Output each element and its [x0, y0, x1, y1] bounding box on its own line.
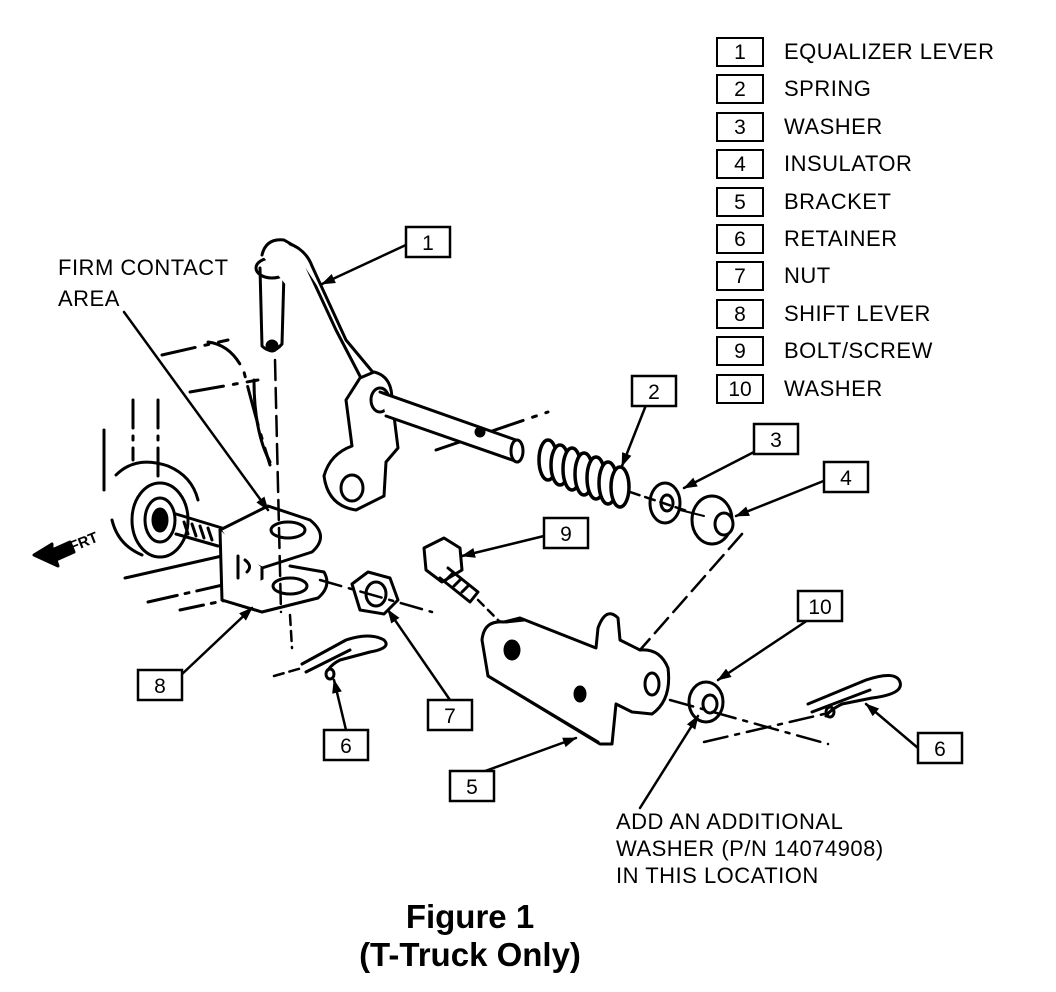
firm-contact-line: AREA	[58, 286, 120, 311]
washer-note-line: WASHER (P/N 14074908)	[616, 836, 884, 861]
callout-8: 8	[154, 675, 166, 698]
figure-title: Figure 1	[405, 898, 535, 935]
shift-lever-clevis	[218, 504, 329, 614]
figure-caption: Figure 1 (T-Truck Only)	[280, 898, 660, 974]
bolt-9	[422, 536, 502, 624]
legend-row: 7 NUT	[716, 260, 1046, 297]
retainer-6-left	[300, 634, 388, 681]
washer-10	[687, 680, 725, 724]
rod	[378, 390, 525, 464]
legend-part-name: WASHER	[784, 113, 883, 139]
bracket-5	[480, 612, 671, 746]
legend-part-name: WASHER	[784, 375, 883, 401]
callout-5: 5	[466, 776, 478, 799]
callout-1: 1	[422, 232, 434, 255]
legend-part-name: EQUALIZER LEVER	[784, 39, 995, 64]
firm-contact-note: FIRM CONTACT AREA	[58, 254, 229, 312]
callout-10: 10	[808, 596, 831, 619]
legend-part-name: RETAINER	[784, 225, 898, 251]
legend-row: 1 EQUALIZER LEVER	[716, 36, 1046, 73]
legend-row: 9 BOLT/SCREW	[716, 335, 1046, 372]
callout-numbers: 1 2 3 4 9 10 8 7 6 6 5	[154, 232, 946, 799]
clevis-pin	[254, 256, 290, 614]
legend-number: 7	[716, 261, 764, 292]
shaft-end	[130, 481, 224, 559]
legend-number: 10	[716, 373, 764, 404]
legend-number: 2	[716, 74, 764, 105]
callout-4: 4	[840, 467, 852, 490]
legend-row: 5 BRACKET	[716, 186, 1046, 223]
additional-washer-note: ADD AN ADDITIONAL WASHER (P/N 14074908) …	[616, 808, 884, 889]
legend-number: 1	[716, 37, 764, 67]
callout-2: 2	[648, 381, 660, 404]
washer-note-line: IN THIS LOCATION	[616, 863, 819, 888]
legend-row: 8 SHIFT LEVER	[716, 298, 1046, 335]
callout-3: 3	[770, 429, 782, 452]
callout-9: 9	[560, 523, 572, 546]
figure-subtitle: (T-Truck Only)	[359, 936, 581, 973]
callout-boxes	[136, 225, 964, 803]
legend-part-name: SHIFT LEVER	[784, 300, 931, 326]
legend-number: 4	[716, 149, 764, 180]
legend-part-name: BRACKET	[784, 188, 892, 214]
legend-part-name: NUT	[784, 263, 831, 289]
legend-part-name: INSULATOR	[784, 151, 913, 177]
equalizer-lever-body	[260, 238, 400, 512]
legend-part-name: BOLT/SCREW	[784, 338, 933, 364]
legend-number: 6	[716, 223, 764, 254]
legend-number: 9	[716, 336, 764, 367]
callout-6-left: 6	[340, 735, 352, 758]
retainer-6-right	[806, 674, 902, 719]
front-arrow-icon	[32, 540, 76, 568]
legend-row: 6 RETAINER	[716, 223, 1046, 260]
firm-contact-line: FIRM CONTACT	[58, 255, 229, 280]
legend-row: 4 INSULATOR	[716, 148, 1046, 185]
washer-note-line: ADD AN ADDITIONAL	[616, 809, 844, 834]
callout-6-right: 6	[934, 738, 946, 761]
leader-lines	[122, 242, 920, 810]
callout-7: 7	[444, 705, 456, 728]
parts-legend: 1 EQUALIZER LEVER 2 SPRING 3 WASHER 4 IN…	[716, 36, 1046, 410]
legend-row: 3 WASHER	[716, 111, 1046, 148]
legend-number: 5	[716, 186, 764, 217]
insulator-4	[679, 494, 735, 546]
legend-row: 10 WASHER	[716, 373, 1046, 410]
front-label: FRT	[67, 529, 100, 556]
assembly-centerlines	[272, 490, 830, 746]
nut-7	[350, 570, 400, 616]
legend-part-name: SPRING	[784, 76, 872, 102]
spring-coils	[537, 438, 631, 509]
legend-row: 2 SPRING	[716, 73, 1046, 110]
legend-number: 3	[716, 111, 764, 142]
legend-number: 8	[716, 298, 764, 329]
